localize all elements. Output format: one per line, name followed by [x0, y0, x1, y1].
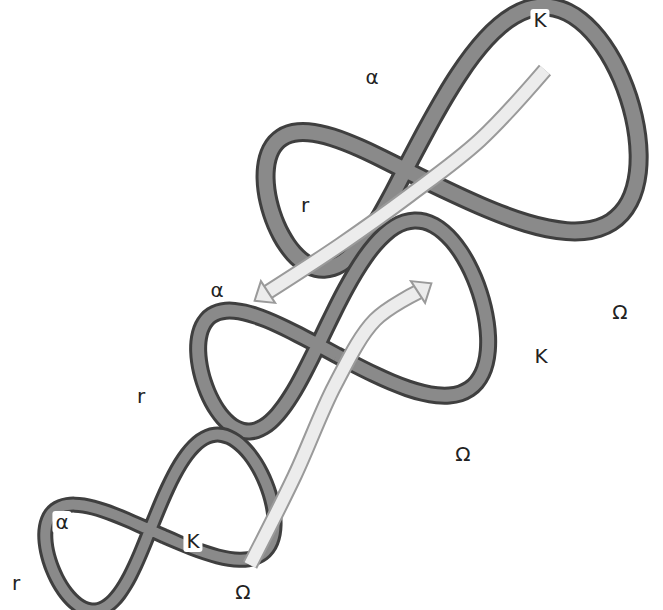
cycle-ribbon — [45, 435, 274, 610]
phase-label: α — [52, 511, 71, 533]
arrow-head — [255, 281, 276, 303]
transfer-arrow — [250, 292, 418, 565]
cycle-ribbon-edge — [45, 435, 274, 610]
phase-label: Ω — [609, 301, 630, 323]
phase-label: Ω — [452, 443, 473, 465]
phase-label: r — [134, 385, 148, 407]
phase-label: Ω — [232, 581, 253, 603]
transfer-arrow — [268, 70, 545, 292]
phase-label: K — [530, 9, 549, 31]
loop-group — [45, 7, 638, 610]
phase-label: α — [207, 279, 226, 301]
phase-label: K — [183, 530, 202, 552]
arrow-group — [250, 70, 545, 565]
arrow-head — [411, 281, 432, 303]
transfer-arrow-edge — [250, 292, 418, 565]
transfer-arrow-edge — [268, 70, 545, 292]
phase-label: r — [298, 194, 312, 216]
phase-label: α — [362, 66, 381, 88]
phase-label: K — [531, 345, 550, 367]
phase-label: r — [9, 572, 23, 594]
